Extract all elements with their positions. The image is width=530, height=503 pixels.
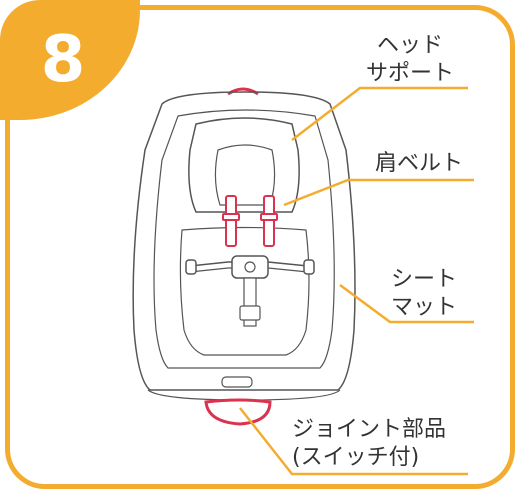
seat-shell-inner	[153, 109, 335, 369]
label-joint-part: ジョイント部品 (スイッチ付)	[292, 416, 472, 472]
label-shoulder-belt: 肩ベルト	[374, 151, 463, 176]
label-seat-mat-line2: マット	[390, 295, 457, 320]
buckle-button	[244, 261, 256, 273]
shoulder-belt-left	[222, 195, 240, 247]
headrest-inner	[214, 144, 276, 206]
leader-seat-mat	[339, 283, 474, 324]
bottom-slot	[221, 376, 253, 388]
joint-part	[204, 398, 272, 426]
leader-shoulder-belt	[283, 178, 474, 207]
leader-joint-part	[239, 407, 468, 476]
chest-buckle	[231, 255, 269, 279]
label-joint-part-line1: ジョイント部品	[292, 417, 447, 442]
step-badge: 8	[0, 0, 140, 120]
label-seat-mat: シート マット	[384, 266, 464, 322]
leader-lines	[239, 86, 474, 476]
seat-mat	[179, 226, 310, 356]
label-headrest: ヘッド サポート	[360, 32, 460, 88]
seat-shell-outer	[132, 91, 356, 391]
label-seat-mat-line1: シート	[390, 267, 457, 292]
crotch-buckle	[239, 305, 261, 321]
step-number: 8	[40, 23, 86, 97]
belt-clip-left	[185, 259, 197, 275]
label-headrest-line2: サポート	[365, 61, 454, 86]
shoulder-belt-right	[260, 195, 278, 247]
belt-clip-right	[303, 259, 315, 275]
seat-base	[147, 389, 341, 401]
label-joint-part-line2: (スイッチ付)	[292, 445, 420, 470]
leader-headrest	[291, 86, 468, 141]
label-headrest-line1: ヘッド	[376, 33, 443, 58]
headrest	[188, 117, 300, 213]
